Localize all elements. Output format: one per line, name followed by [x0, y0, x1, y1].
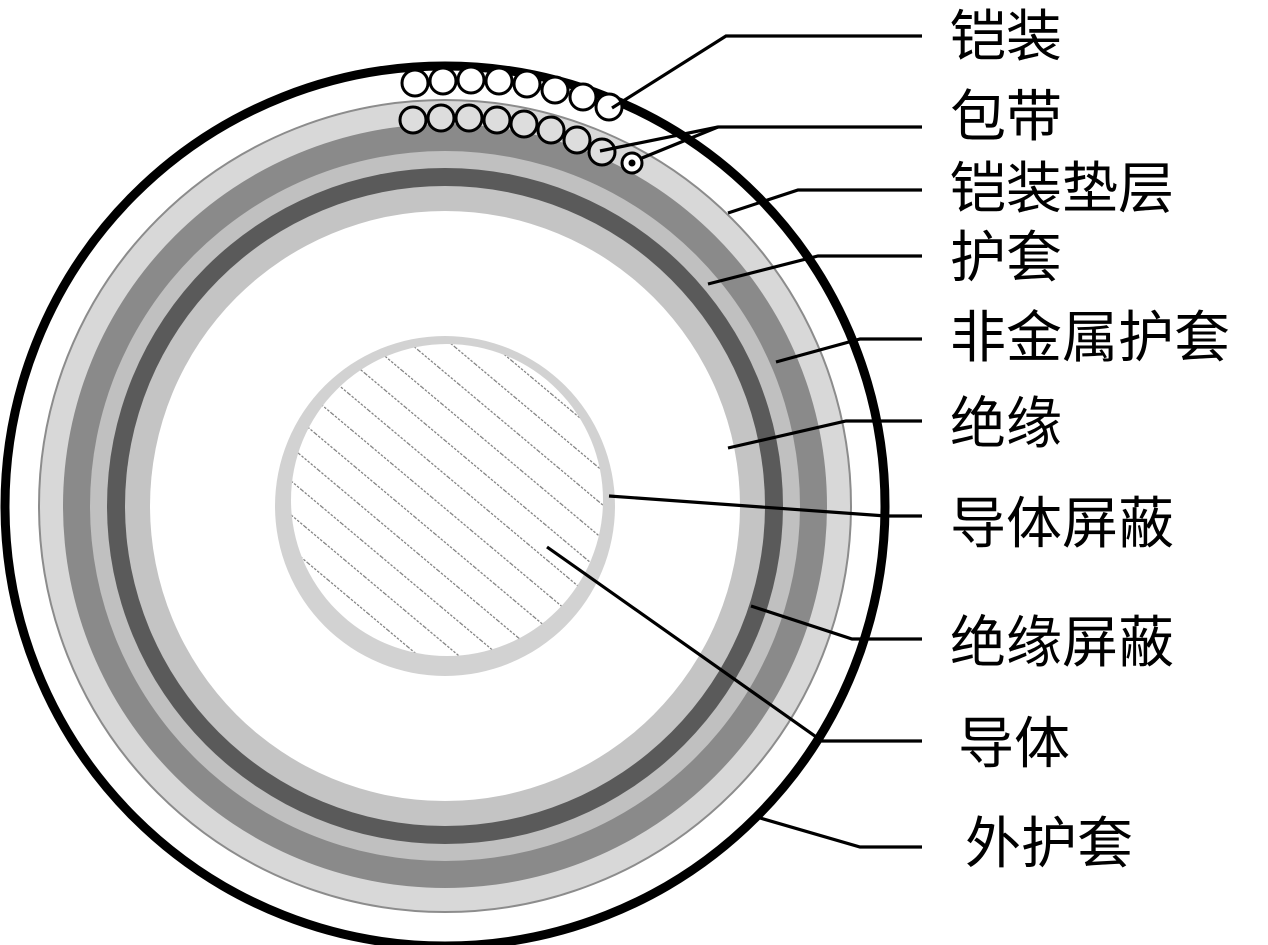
leader-insulation-screen — [750, 604, 922, 641]
leader-sheath — [707, 254, 922, 286]
leader-armour — [611, 34, 922, 110]
label-armour-bedding: 铠装垫层 — [950, 157, 1174, 222]
armour-wire — [456, 65, 486, 95]
tape-wire — [562, 125, 592, 155]
leader-conductor — [546, 545, 922, 743]
leader-lines — [546, 34, 922, 849]
leader-outer-jacket — [759, 816, 922, 849]
tape-wire — [482, 105, 512, 135]
tape-wire — [398, 105, 428, 135]
leader-armour-bedding — [727, 188, 922, 215]
conductor-core — [291, 344, 603, 656]
tape-wire — [426, 103, 456, 133]
armour-wire — [400, 68, 430, 98]
armour-wire — [484, 66, 514, 96]
armour-wire — [428, 66, 458, 96]
leader-insulation — [727, 419, 922, 450]
layer-labels: 铠装 包带 铠装垫层 护套 非金属护套 绝缘 导体屏蔽 绝缘屏蔽 导体 外护套 — [950, 5, 1230, 877]
armour-wires — [400, 65, 624, 122]
label-sheath: 护套 — [950, 226, 1062, 291]
leader-non-metallic-sheath — [775, 337, 922, 364]
label-insulation-screen: 绝缘屏蔽 — [950, 611, 1174, 676]
label-conductor: 导体 — [958, 712, 1070, 777]
label-non-metallic-sheath: 非金属护套 — [950, 306, 1230, 371]
armour-wire — [568, 82, 598, 112]
label-tape: 包带 — [950, 85, 1062, 150]
label-insulation: 绝缘 — [950, 392, 1062, 457]
armour-wire — [594, 92, 624, 122]
tape-wire — [536, 115, 566, 145]
leader-tape-marker — [641, 125, 719, 160]
cable-layers — [0, 61, 890, 945]
leader-conductor-screen — [608, 494, 922, 518]
label-conductor-screen: 导体屏蔽 — [950, 492, 1174, 557]
tape-end-marker — [620, 151, 644, 175]
tape-wire — [509, 109, 539, 139]
armour-wire — [540, 75, 570, 105]
tape-wire — [454, 103, 484, 133]
tape-wires — [398, 103, 617, 167]
label-outer-jacket: 外护套 — [965, 812, 1133, 877]
armour-wire — [512, 69, 542, 99]
label-armour: 铠装 — [950, 5, 1062, 70]
